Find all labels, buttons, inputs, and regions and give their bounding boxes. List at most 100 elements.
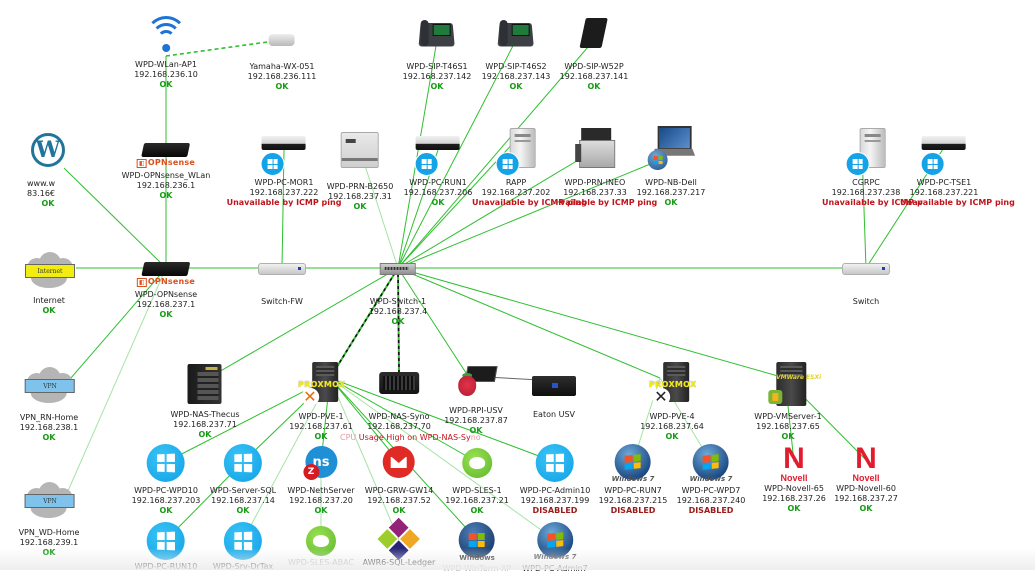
node-status: OK xyxy=(42,433,56,442)
node-switch1[interactable]: WPD-Switch-1 192.168.237.4 OK xyxy=(369,263,427,327)
node-pc-admin7[interactable]: Windows 7 WPD-PC-Admin7 xyxy=(522,522,588,574)
windows10-icon xyxy=(535,444,574,482)
node-name: Switch xyxy=(852,297,880,306)
node-name: WPD-SLES-ABAC xyxy=(287,558,355,567)
cpu-alert-nas-syno[interactable]: CPU Usage High on WPD-NAS-Syno xyxy=(340,433,481,442)
node-rapp[interactable]: RAPP 192.168.237.202 xyxy=(481,128,551,198)
node-wordpress[interactable]: W www.w 83.16€ OK xyxy=(27,133,65,209)
node-sles1[interactable]: WPD-SLES-1 192.168.237.21 OK xyxy=(445,448,509,516)
node-status: OK xyxy=(859,504,873,513)
node-ip: 192.168.238.1 xyxy=(19,423,79,432)
node-name: WPD-PC-Admin10 xyxy=(519,486,591,495)
node-name: WPD-PC-RUN1 xyxy=(409,178,467,187)
node-internet[interactable]: Internet Internet OK xyxy=(23,252,75,316)
node-ip: 192.168.237.27 xyxy=(834,494,898,503)
node-ip: 192.168.237.20 xyxy=(289,496,353,505)
node-grw-gw14[interactable]: WPD-GRW-GW14 192.168.237.52 OK xyxy=(365,446,433,516)
node-winterm-xp[interactable]: Windows WPD-WinTerm-XP xyxy=(443,522,511,574)
node-name: WPD-PC-RUN10 xyxy=(134,562,198,571)
node-rpi-usv[interactable]: WPD-RPI-USV 192.168.237.87 OK xyxy=(444,364,508,436)
node-awr6[interactable]: AWR6-SQL-Ledger xyxy=(363,517,435,568)
node-pc-run10[interactable]: WPD-PC-RUN10 xyxy=(134,522,198,572)
node-status: OK xyxy=(587,82,601,91)
node-opnsense-wlan[interactable]: ◧OPNsense WPD-OPNsense_WLan 192.168.236.… xyxy=(121,143,211,201)
node-vpn-rn[interactable]: VPN VPN_RN-Home 192.168.238.1 OK xyxy=(19,367,79,443)
node-sip-t46s2[interactable]: WPD-SIP-T46S2 192.168.237.143 OK xyxy=(482,18,550,92)
node-name: Yamaha-WX-051 xyxy=(249,62,315,71)
node-wlan-ap1[interactable]: WPD-WLan-AP1 192.168.236.10 OK xyxy=(134,16,198,90)
vpn-cloud-icon: VPN xyxy=(23,482,75,518)
node-pc-tse1[interactable]: WPD-PC-TSE1 192.168.237.221 xyxy=(910,134,978,198)
node-ip: 192.168.236.1 xyxy=(136,181,196,190)
node-cgrpc[interactable]: CGRPC 192.168.237.238 xyxy=(831,128,901,198)
node-pve1[interactable]: PROXMOX ✕ WPD-PVE-1 192.168.237.61 OK xyxy=(289,362,353,442)
vmware-esxi-server-icon: VMWare ESXi xyxy=(767,362,821,406)
opnsense-logo: ◧OPNsense xyxy=(137,158,195,168)
node-sip-t46s1[interactable]: WPD-SIP-T46S1 192.168.237.142 OK xyxy=(403,18,471,92)
node-pc-run1[interactable]: WPD-PC-RUN1 192.168.237.206 OK xyxy=(404,134,472,208)
node-status-rapp: Unavailable by ICMP ping xyxy=(472,198,587,207)
node-server-sql[interactable]: WPD-Server-SQL 192.168.237.14 OK xyxy=(210,444,276,516)
dect-base-icon xyxy=(579,18,609,48)
node-status: OK xyxy=(198,430,212,439)
node-ip: 83.16€ xyxy=(27,189,55,198)
node-sles-abac[interactable]: WPD-SLES-ABAC xyxy=(288,526,354,568)
node-pc-wpd7[interactable]: Windows 7 WPD-PC-WPD7 192.168.237.240 DI… xyxy=(676,444,746,516)
node-sip-w52p[interactable]: WPD-SIP-W52P 192.168.237.141 OK xyxy=(559,18,629,92)
opnsense-router-icon xyxy=(141,143,191,157)
node-name: WPD-SIP-W52P xyxy=(564,62,624,71)
node-status: OK xyxy=(664,198,678,207)
node-nb-dell[interactable]: WPD-NB-Dell 192.168.237.217 OK xyxy=(637,126,705,208)
node-pve4[interactable]: PROXMOX ✕ WPD-PVE-4 192.168.237.64 OK xyxy=(640,362,704,442)
node-name: Internet xyxy=(33,296,65,305)
windows7-icon: Windows 7 xyxy=(534,522,576,561)
node-status: OK xyxy=(159,310,173,319)
node-switch-fw[interactable]: Switch-FW xyxy=(258,263,306,307)
node-pc-admin10[interactable]: WPD-PC-Admin10 192.168.237.199 DISABLED xyxy=(519,444,591,516)
node-ip: 192.168.237.64 xyxy=(640,422,704,431)
node-name: WPD-Server-SQL xyxy=(209,486,277,495)
node-status: DISABLED xyxy=(610,506,656,515)
wordpress-icon: W xyxy=(31,133,65,167)
node-ip: 192.168.236.111 xyxy=(247,72,317,81)
node-pc-run7[interactable]: Windows 7 WPD-PC-RUN7 192.168.237.215 DI… xyxy=(599,444,667,516)
node-ip: 192.168.237.202 xyxy=(481,188,551,197)
node-nas-thecus[interactable]: WPD-NAS-Thecus 192.168.237.71 OK xyxy=(171,364,239,440)
windows7-icon: Windows 7 xyxy=(612,444,654,483)
node-prn-b2650[interactable]: WPD-PRN-B2650 192.168.237.31 OK xyxy=(327,132,393,212)
node-pc-wpd10[interactable]: WPD-PC-WPD10 192.168.237.203 OK xyxy=(132,444,200,516)
node-prn-ineo[interactable]: WPD-PRN-INEO 192.168.237.33 xyxy=(563,128,627,198)
node-status-prn-ineo: vailable by ICMP ping xyxy=(560,198,658,207)
node-nethserver[interactable]: ns Z WPD-NethServer 192.168.237.20 OK xyxy=(287,446,355,516)
node-status-pc-tse1: Unavailable by ICMP ping xyxy=(900,198,1015,207)
node-ip: 192.168.237.87 xyxy=(444,416,508,425)
proxmox-server-icon: PROXMOX ✕ xyxy=(298,362,345,406)
node-name: Switch-FW xyxy=(261,297,303,306)
node-name: WPD-WLan-AP1 xyxy=(135,60,197,69)
node-status: DISABLED xyxy=(532,506,578,515)
link-sw1-pve4 xyxy=(397,267,661,379)
node-eaton[interactable]: Eaton USV xyxy=(532,376,576,420)
node-opnsense[interactable]: ◧OPNsense WPD-OPNsense 192.168.237.1 OK xyxy=(135,262,197,320)
node-name: WPD-OPNsense_WLan xyxy=(121,171,211,180)
node-name: WPD-PVE-4 xyxy=(649,412,695,421)
node-switch[interactable]: Switch xyxy=(842,263,890,307)
node-pc-mor1[interactable]: WPD-PC-MOR1 192.168.237.222 Unavailable … xyxy=(227,134,341,208)
node-status: OK xyxy=(781,432,795,441)
node-status: OK xyxy=(391,317,405,326)
node-ip: 192.168.237.238 xyxy=(831,188,901,197)
node-yamaha[interactable]: Yamaha-WX-051 192.168.236.111 OK xyxy=(247,24,317,92)
node-vpn-wd[interactable]: VPN VPN_WD-Home 192.168.239.1 OK xyxy=(19,482,79,558)
node-srv-drtax[interactable]: WPD-Srv-DrTax xyxy=(213,522,273,572)
node-ip: 192.168.239.1 xyxy=(19,538,79,547)
node-ip: 192.168.237.240 xyxy=(676,496,746,505)
node-nas-syno[interactable]: WPD-NAS-Syno 192.168.237.70 xyxy=(367,372,431,432)
node-vmserver1[interactable]: VMWare ESXi WPD-VMServer-1 192.168.237.6… xyxy=(754,362,822,442)
node-ip: 192.168.237.1 xyxy=(136,300,196,309)
node-ip: 192.168.237.141 xyxy=(559,72,629,81)
opnsense-logo: ◧OPNsense xyxy=(137,277,195,287)
